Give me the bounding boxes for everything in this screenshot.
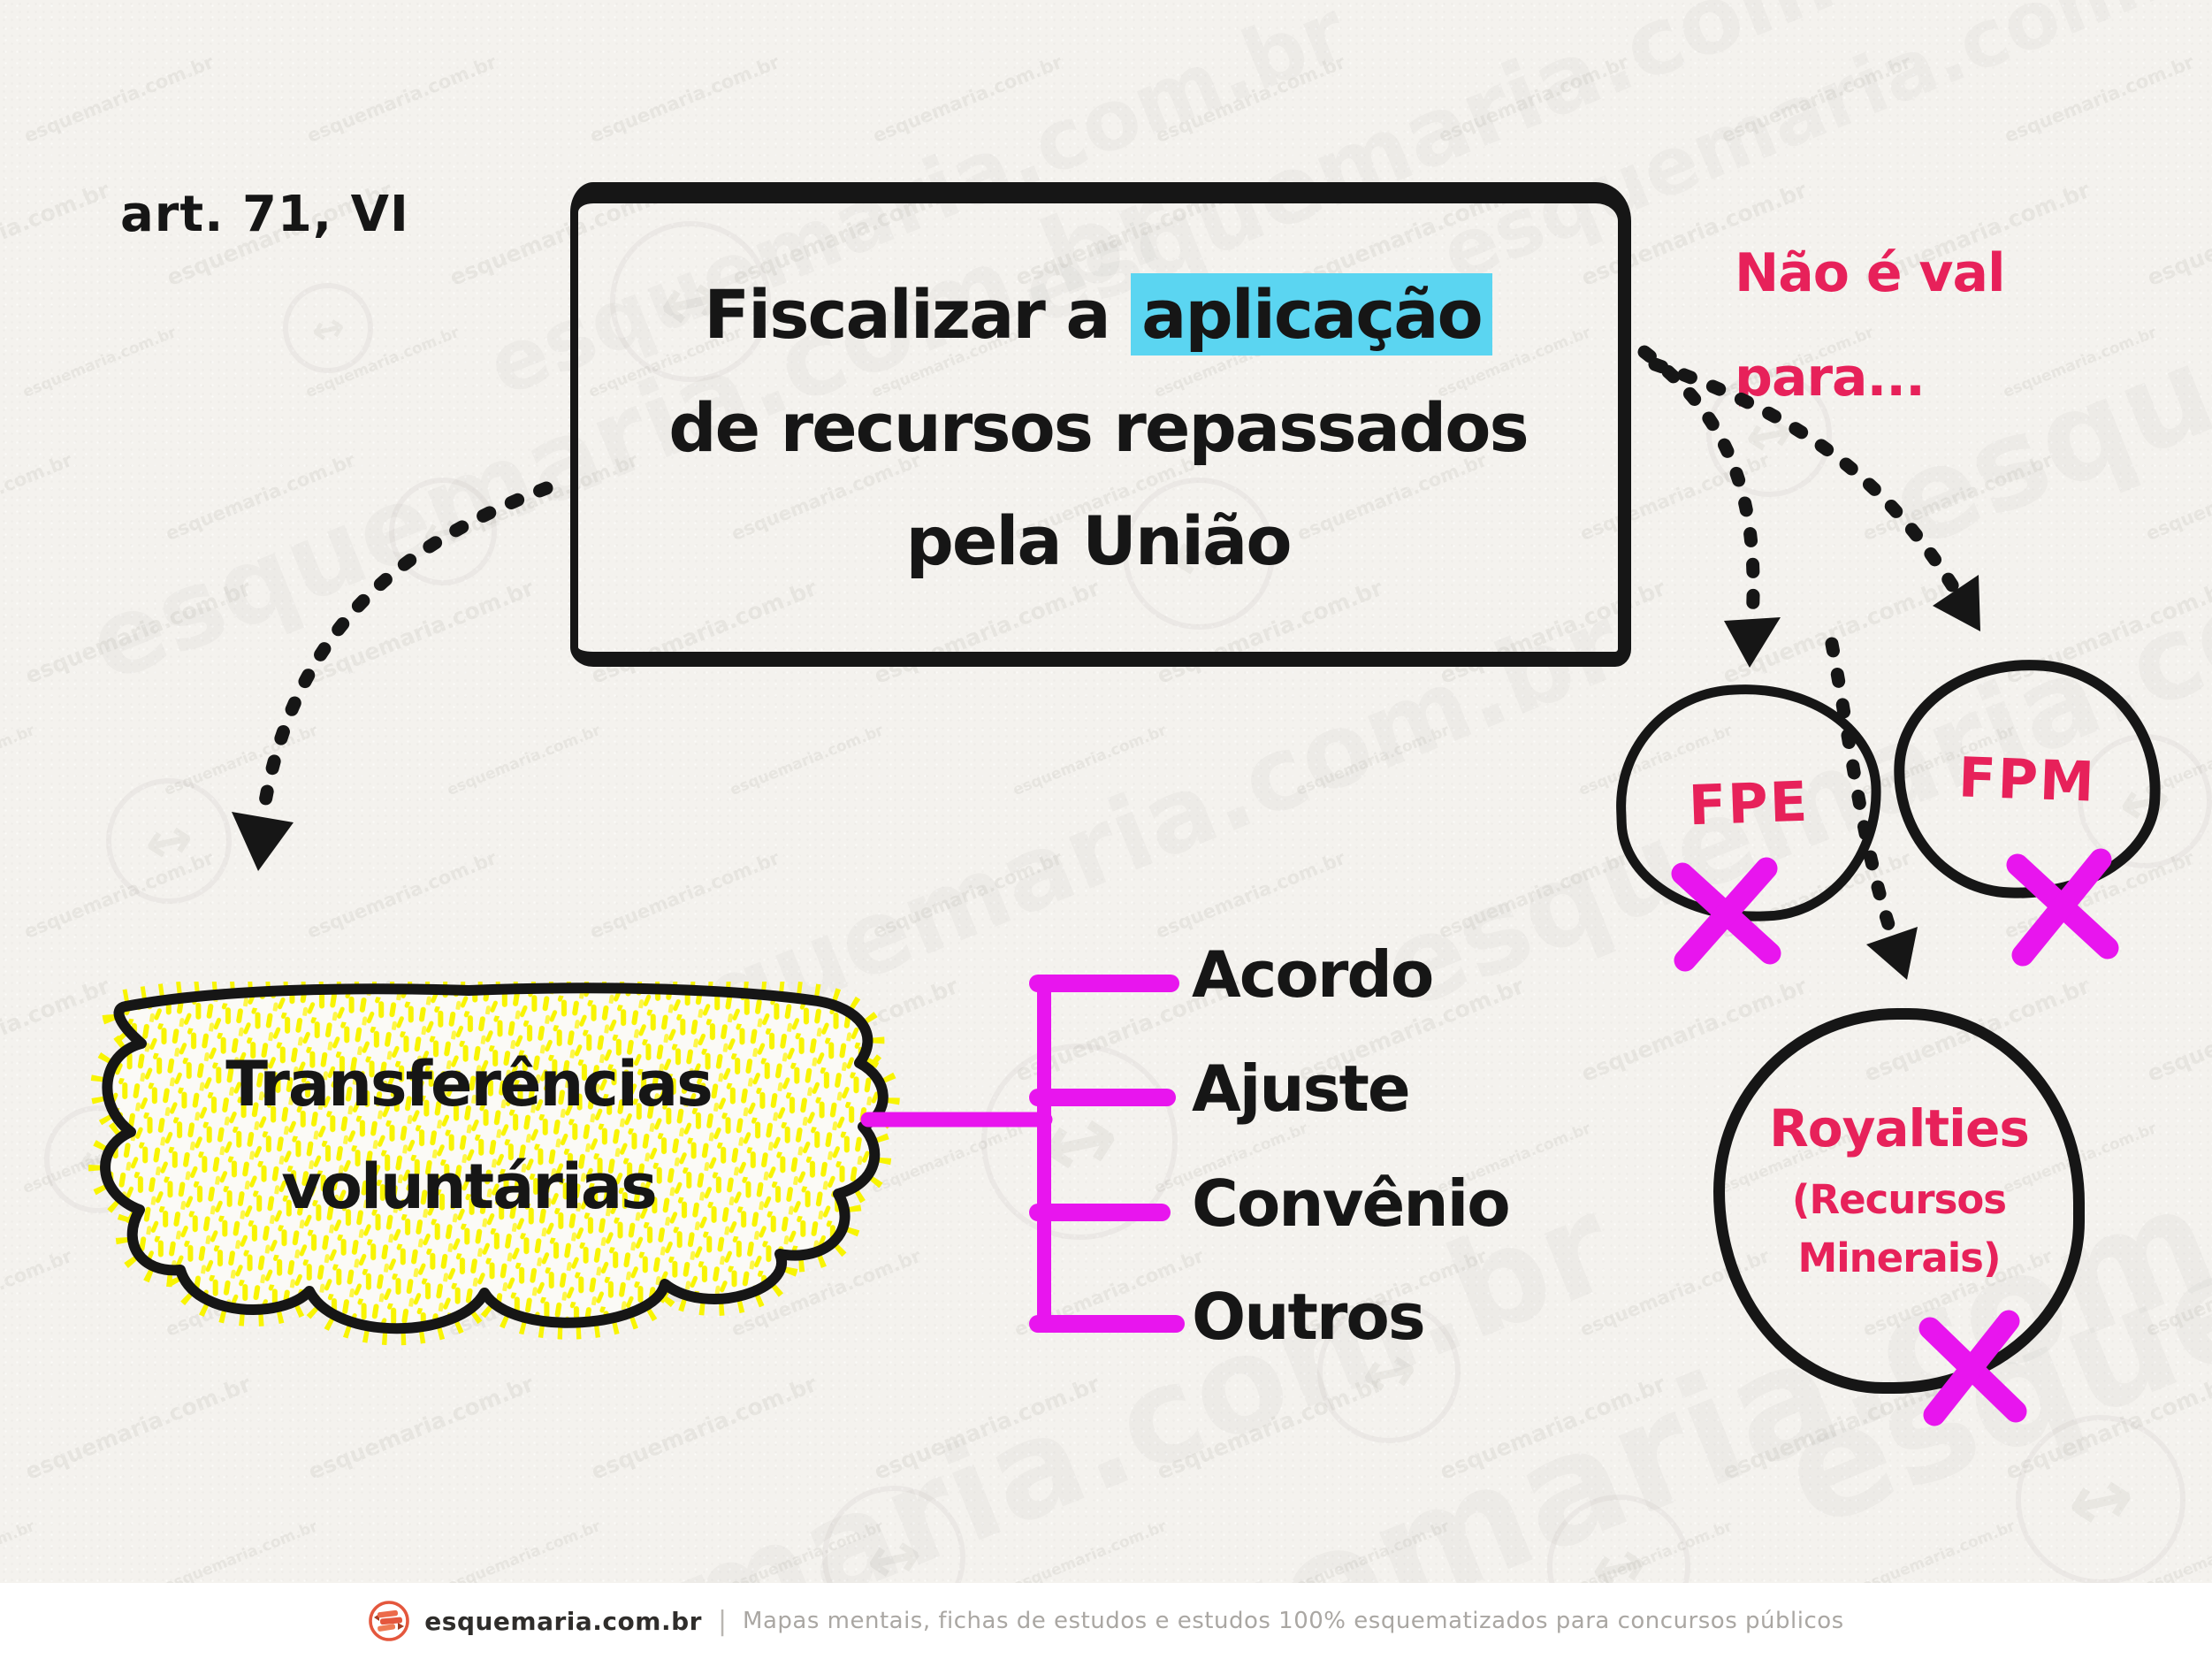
- watermark-text: esquemaria.com.br: [303, 847, 500, 943]
- watermark-text: esquemaria.com.br: [1153, 1371, 1386, 1485]
- watermark-logo-circle: ↔: [378, 467, 507, 596]
- watermark-text: esquemaria.com.br: [303, 51, 500, 147]
- watermark-text: esquemaria.com.br: [302, 324, 462, 401]
- instrument-convenio: Convênio: [1192, 1166, 1511, 1241]
- watermark-text: esquemaria.com.br: [1859, 0, 2017, 4]
- royalties-sub2: Minerais): [1797, 1235, 2001, 1281]
- not-valid-note: Não é val para...: [1735, 221, 2006, 430]
- voluntary-transfers-cloud: [88, 982, 900, 1346]
- arrowhead-to-fpm: [1933, 575, 1980, 631]
- not-valid-line1: Não é val: [1735, 242, 2006, 304]
- cloud-line1: Transferências: [225, 1048, 713, 1120]
- voluntary-transfers-label: Transferências voluntárias: [133, 1033, 805, 1238]
- watermark-arrows-glyph: ↔: [416, 499, 469, 564]
- watermark-text: esquemaria.com.br: [2142, 449, 2212, 545]
- instrument-outros: Outros: [1192, 1280, 1426, 1354]
- arrowhead-to-royalties: [1866, 927, 1918, 980]
- main-statement-line1-prefix: Fiscalizar a: [704, 274, 1132, 354]
- watermark-text: esquemaria.com.br: [869, 51, 1066, 147]
- article-reference: art. 71, VI: [120, 186, 409, 243]
- watermark-text: esquemaria.com.br: [0, 177, 113, 291]
- not-valid-line2: para...: [1735, 347, 1926, 409]
- footer-site-name: esquemaria.com.br: [424, 1606, 702, 1636]
- watermark-text: esquemaria.com.br: [2002, 1371, 2212, 1485]
- dotted-arrow-to-cloud: [256, 481, 553, 825]
- watermark-text: esquemaria.com.br: [304, 1371, 538, 1485]
- watermark-logo-circle: ↔: [963, 1025, 1196, 1258]
- instrument-acordo: Acordo: [1192, 937, 1434, 1012]
- footer-tagline: Mapas mentais, fichas de estudos e estud…: [743, 1608, 1844, 1634]
- arrowhead-to-fpe: [1724, 617, 1781, 668]
- watermark-text: esquemaria.com.br: [728, 0, 886, 4]
- watermark-text: esquemaria.com.br: [0, 449, 76, 545]
- watermark-text: esquemaria.com.br: [1152, 51, 1349, 147]
- watermark-text: esquemaria.com.br: [0, 1245, 76, 1341]
- watermark-text: esquemaria.com.br: [1718, 51, 1915, 147]
- watermark-text: esquemaria.com.br: [1435, 51, 1632, 147]
- watermark-text: esquemaria.com.br: [1576, 0, 1735, 4]
- watermark-text: esquemaria.com.br: [1011, 0, 1169, 4]
- royalties-circle: Royalties (Recursos Minerais): [1713, 1008, 2085, 1394]
- watermark-text: esquemaria.com.br: [1435, 847, 1632, 943]
- watermark-text: esquemaria.com.br: [162, 0, 320, 4]
- watermark-logo-circle: ↔: [274, 274, 382, 382]
- watermark-text: esquemaria.com.br: [304, 575, 538, 689]
- watermark-text: esquemaria.com.br: [2143, 973, 2212, 1087]
- watermark-text: esquemaria.com.br: [1010, 722, 1170, 799]
- watermark-text: esquemaria.com.br: [161, 722, 321, 799]
- watermark-text: esquemaria.com.br: [586, 51, 783, 147]
- watermark-text: esquemaria.com.br: [0, 0, 37, 4]
- watermark-text: esquemaria.com.br: [20, 51, 217, 147]
- watermark-text: esquemaria.com.br: [587, 1371, 820, 1485]
- watermark-text: esquemaria.com.br: [586, 847, 783, 943]
- esquemaria-logo-icon: [369, 1601, 410, 1641]
- watermark-text: esquemaria.com.br: [445, 0, 603, 4]
- watermark-text: esquemaria.com.br: [2142, 0, 2212, 4]
- watermark-text: esquemaria.com.br: [727, 722, 887, 799]
- footer-bar: esquemaria.com.br | Mapas mentais, ficha…: [0, 1583, 2212, 1659]
- watermark-text: esquemaria.com.br: [869, 847, 1066, 943]
- watermark-text: esquemaria.com.br: [2142, 1245, 2212, 1341]
- fpm-label: FPM: [1957, 744, 2097, 814]
- main-statement-line2: de recursos repassados: [668, 387, 1529, 467]
- highlighted-word: aplicação: [1131, 272, 1492, 356]
- watermark-text: esquemaria.com.br: [1859, 449, 2056, 545]
- watermark-text: esquemaria.com.br: [19, 324, 179, 401]
- watermark-text: esquemaria.com.br: [21, 1371, 255, 1485]
- watermark-text: esquemaria.com.br: [1293, 0, 1452, 4]
- main-statement-box: Fiscalizar a aplicação de recursos repas…: [570, 182, 1631, 667]
- watermark-logo-circle: ↔: [2000, 1399, 2201, 1601]
- watermark-text: esquemaria.com.br: [162, 449, 359, 545]
- instrument-ajuste: Ajuste: [1192, 1051, 1411, 1126]
- watermark-arrows-glyph: ↔: [307, 302, 349, 355]
- watermark-text: esquemaria.com.br: [20, 847, 217, 943]
- cloud-outline: [100, 982, 889, 1334]
- watermark-text: esquemaria.com.br: [1719, 575, 1952, 689]
- fpe-circle: FPE: [1612, 679, 1886, 927]
- footer-separator: |: [717, 1605, 728, 1637]
- watermark-arrows-glyph: ↔: [138, 803, 200, 879]
- watermark-text: esquemaria.com.br: [1152, 847, 1349, 943]
- watermark-logo-circle: ↔: [94, 766, 244, 916]
- watermark-text: esquemaria.com.br: [444, 722, 604, 799]
- watermark-text: esquemaria.com.br: [0, 722, 38, 799]
- watermark-text: esquemaria.com.br: [870, 1371, 1103, 1485]
- watermark-arrows-glyph: ↔: [1030, 1081, 1129, 1203]
- watermark-text: esquemaria.com.br: [1436, 1371, 1669, 1485]
- fpe-label: FPE: [1687, 768, 1811, 837]
- royalties-title: Royalties: [1769, 1098, 2030, 1158]
- watermark-text: esquemaria.com.br: [1293, 722, 1453, 799]
- watermark-text: esquemaria.com.br: [2001, 51, 2198, 147]
- watermark-text: esquemaria.com.br: [1011, 1245, 1208, 1341]
- arrowhead-to-cloud: [232, 812, 294, 871]
- cloud-line2: voluntárias: [281, 1151, 658, 1223]
- main-statement-line3: pela União: [905, 501, 1292, 580]
- royalties-sub1: (Recursos: [1791, 1176, 2007, 1223]
- watermark-text: esquemaria.com.br: [2143, 177, 2212, 291]
- fpm-circle: FPM: [1889, 654, 2165, 904]
- watermark-text: esquemaria.com.br: [2000, 324, 2160, 401]
- main-statement-line1: Fiscalizar a aplicação: [704, 258, 1492, 371]
- watermark-arrows-glyph: ↔: [2058, 1447, 2143, 1553]
- watermark-text: esquemaria.com.br: [21, 575, 255, 689]
